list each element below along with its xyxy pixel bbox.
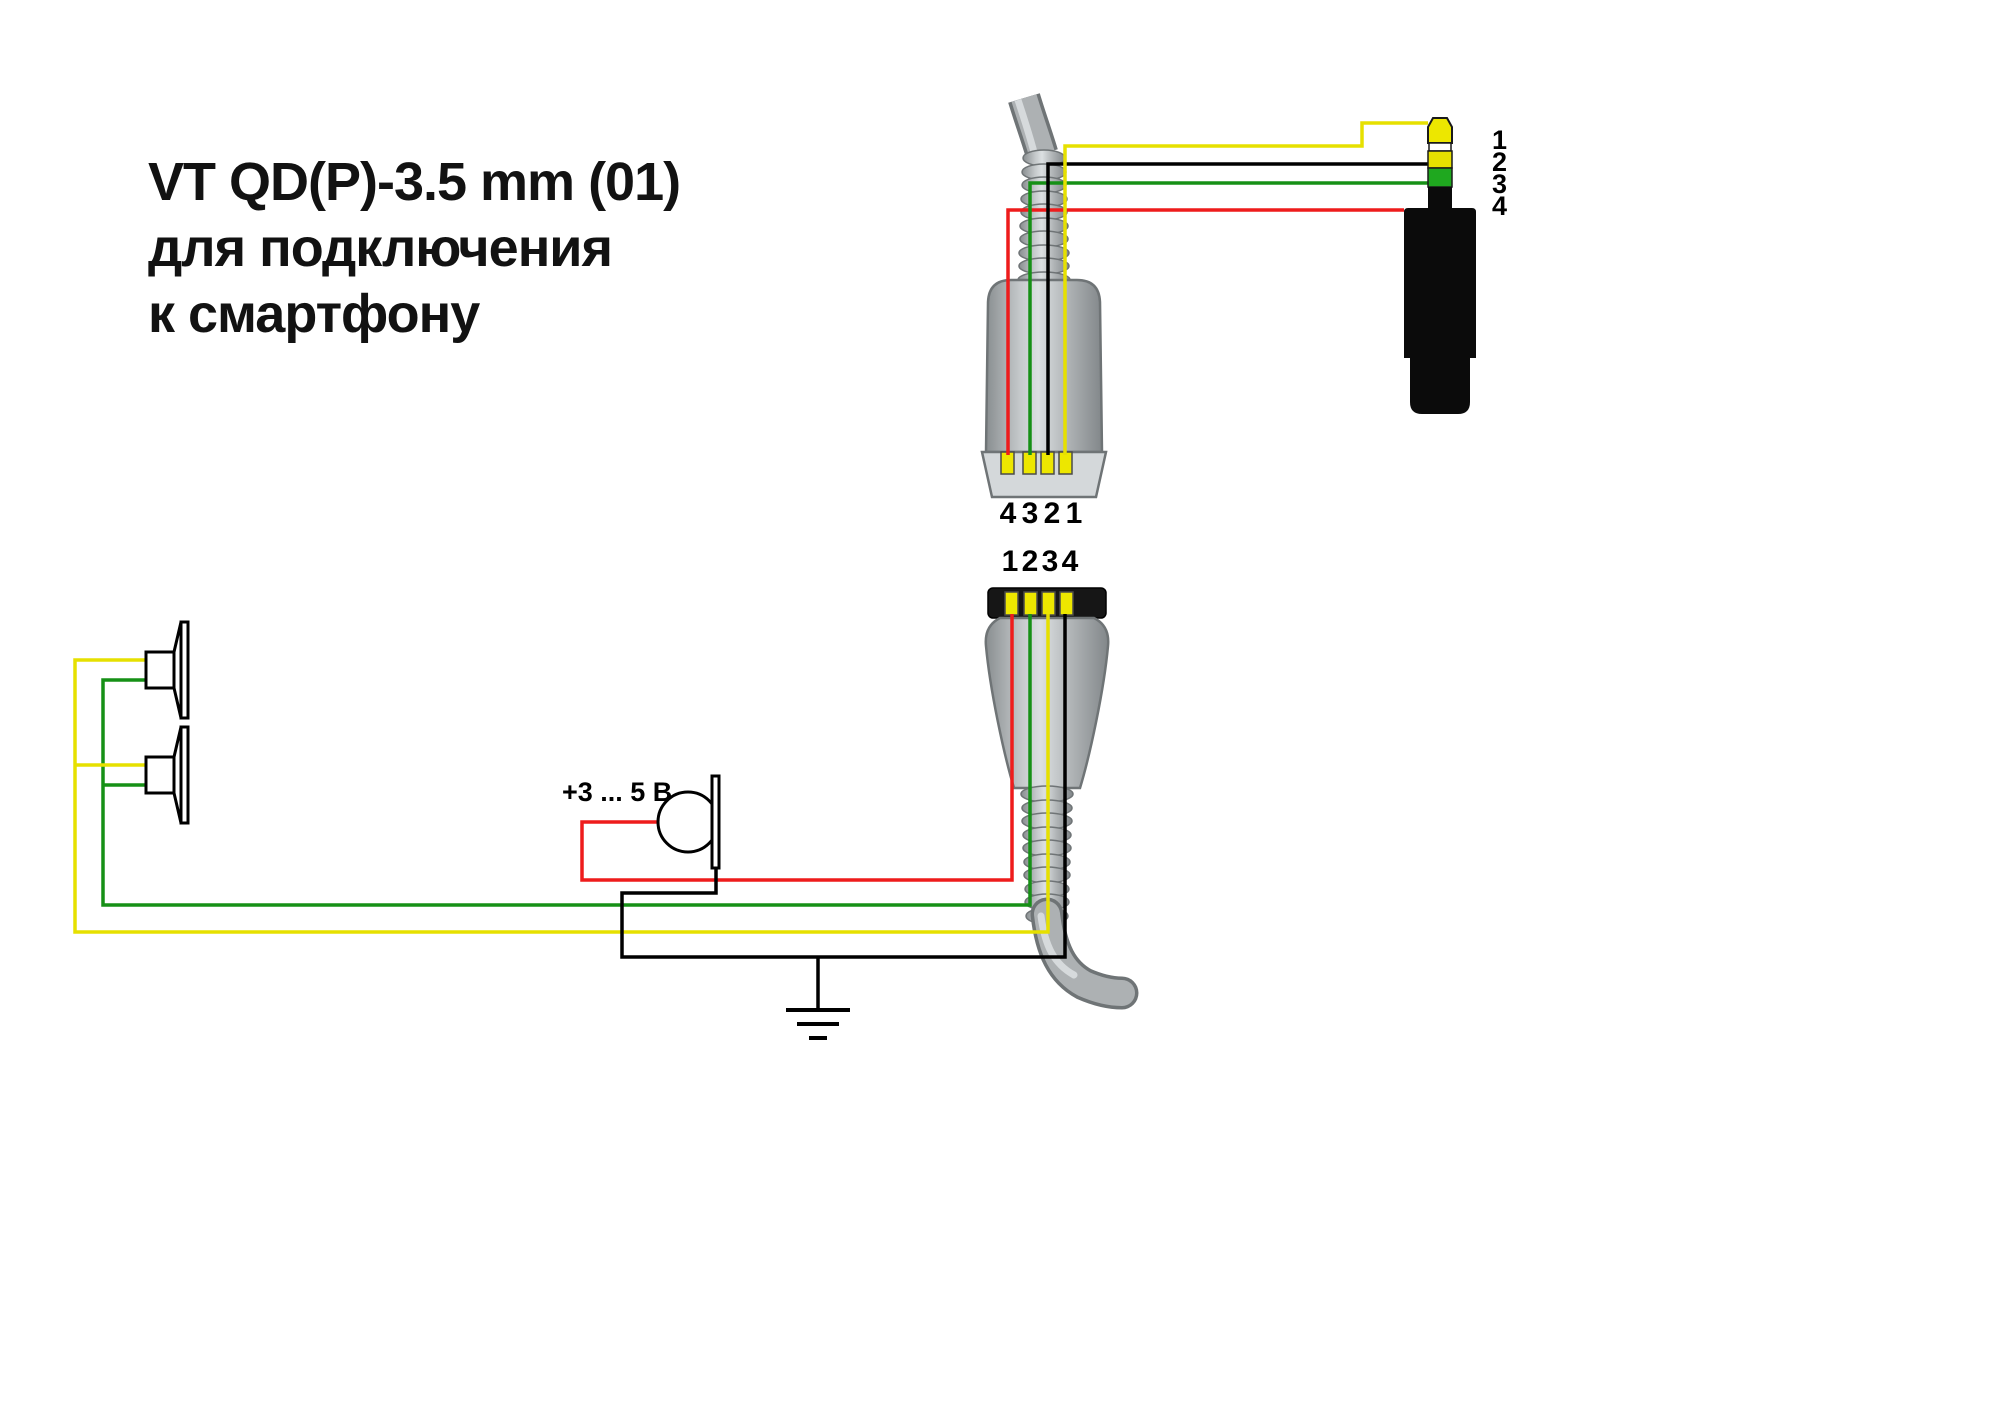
- wire-red-top: [1006, 208, 1404, 455]
- speaker-2: [144, 725, 190, 825]
- title-line-2: для подключения: [148, 218, 612, 278]
- diagram-title: VT QD(P)-3.5 mm (01) для подключения к с…: [148, 152, 681, 344]
- top-pin-label-3: 3: [1022, 497, 1039, 530]
- qd-connector-top: [980, 93, 1108, 499]
- contact-tab: [1022, 451, 1037, 475]
- jack-pin-label-1: 1: [1492, 125, 1507, 155]
- title-line-1: VT QD(P)-3.5 mm (01): [148, 152, 680, 212]
- jack-insulator-1: [1428, 142, 1452, 152]
- contacts-bottom: [1004, 591, 1074, 616]
- contact-tab: [1004, 591, 1019, 616]
- contacts-top: [1000, 451, 1073, 475]
- mic-membrane: [710, 774, 721, 870]
- jack-pin-label-2: 2: [1492, 147, 1507, 177]
- title-line-3: к смартфону: [148, 284, 480, 344]
- jack-ring-3: [1427, 167, 1453, 188]
- wire-green-top: [1028, 181, 1428, 455]
- wire-black-bottom: [620, 614, 1067, 959]
- speaker-magnet: [144, 755, 176, 795]
- wire-green-bottom: [101, 614, 1032, 907]
- jack-body: [1404, 208, 1476, 358]
- jack-ring-2: [1427, 150, 1453, 169]
- jack-sleeve-neck: [1428, 187, 1452, 208]
- bottom-pin-label-3: 3: [1042, 545, 1059, 578]
- top-pin-label-2: 2: [1044, 497, 1061, 530]
- contact-tab: [1058, 451, 1073, 475]
- top-connector-pin-labels: 4 3 2 1: [1000, 497, 1083, 530]
- bottom-pin-label-1: 1: [1002, 545, 1019, 578]
- jack-pin-labels: 1 2 3 4: [1492, 125, 1507, 221]
- bottom-pin-label-4: 4: [1062, 545, 1079, 578]
- wire-red-bottom: [580, 614, 1014, 882]
- wire-yellow-top: [1063, 121, 1428, 455]
- speaker-flange: [179, 725, 190, 825]
- top-pin-label-4: 4: [1000, 497, 1017, 530]
- speaker-magnet: [144, 650, 176, 690]
- top-pin-label-1: 1: [1066, 497, 1083, 530]
- wires-top: [1006, 121, 1428, 455]
- bottom-pin-label-2: 2: [1022, 545, 1039, 578]
- wire-yellow-bottom: [73, 614, 1050, 934]
- cable-bottom: [1030, 897, 1139, 1010]
- cable-top: [1008, 93, 1058, 159]
- strain-relief-top: [1017, 149, 1071, 289]
- contact-tab: [1059, 591, 1074, 616]
- bottom-connector-pin-labels: 1 2 3 4: [1002, 545, 1079, 578]
- speaker-flange: [179, 620, 190, 720]
- contact-tab: [1041, 591, 1056, 616]
- ground-symbol: [786, 1008, 850, 1040]
- connector-body-top: [984, 278, 1104, 454]
- contact-tab: [1023, 591, 1038, 616]
- contact-tab: [1000, 451, 1015, 475]
- speaker-1: [144, 620, 190, 720]
- jack-tip: [1427, 117, 1453, 144]
- mic-voltage-label: +3 ... 5 В: [562, 777, 672, 807]
- microphone: [656, 774, 721, 870]
- jack-pin-label-3: 3: [1492, 169, 1507, 199]
- jack-body-lower: [1410, 358, 1470, 414]
- audio-jack-35mm: 1 2 3 4: [1404, 117, 1507, 414]
- jack-pin-label-4: 4: [1492, 191, 1507, 221]
- wires-bottom: [73, 614, 1067, 1008]
- wire-black-top: [1046, 162, 1428, 455]
- contact-tab: [1040, 451, 1055, 475]
